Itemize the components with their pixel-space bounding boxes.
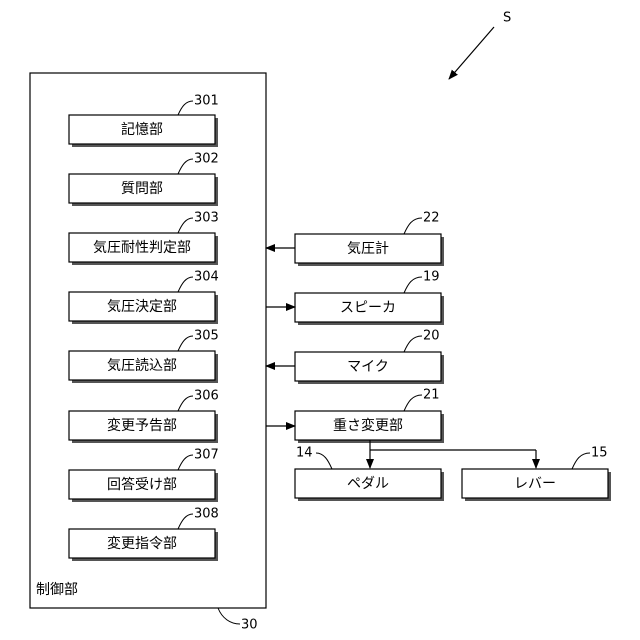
module-change-notice-label: 変更予告部 [107, 417, 177, 434]
device-barometer-label: 気圧計 [347, 241, 389, 257]
device-weight-changer-ref: 21 [423, 388, 440, 403]
control-unit-label: 制御部 [36, 582, 78, 598]
device-mic-ref: 20 [423, 329, 440, 344]
system-label: S [503, 11, 511, 26]
module-pressure-read-ref: 305 [194, 329, 219, 344]
device-speaker-label: スピーカ [340, 300, 396, 316]
device-speaker: スピーカ 19 [295, 270, 444, 326]
module-change-command-label: 変更指令部 [107, 535, 177, 552]
module-change-command-ref: 308 [194, 507, 219, 522]
control-unit-ref: 30 [241, 618, 258, 633]
module-pressure-tolerance-ref: 303 [194, 211, 219, 226]
device-speaker-ref: 19 [423, 270, 440, 285]
module-pressure-decision-label: 気圧決定部 [107, 299, 177, 315]
system-pointer-arrow [449, 27, 494, 79]
control-unit-leader [218, 608, 240, 624]
device-mic-label: マイク [347, 359, 389, 375]
module-pressure-decision-ref: 304 [194, 270, 219, 285]
module-memory-ref: 301 [194, 94, 219, 109]
device-lever-ref: 15 [591, 446, 608, 461]
device-weight-changer-label: 重さ変更部 [333, 417, 403, 434]
module-pressure-read-label: 気圧読込部 [107, 357, 177, 374]
module-question-label: 質問部 [121, 181, 163, 197]
device-pedal-label: ペダル [347, 476, 389, 492]
module-pressure-tolerance-label: 気圧耐性判定部 [93, 240, 191, 256]
module-change-notice-ref: 306 [194, 389, 219, 404]
module-question-ref: 302 [194, 152, 219, 167]
module-answer-receive-label: 回答受け部 [107, 476, 177, 493]
control-unit-box [30, 73, 266, 608]
device-barometer: 気圧計 22 [295, 211, 444, 267]
module-answer-receive-ref: 307 [194, 448, 219, 463]
device-lever-label: レバー [514, 476, 556, 492]
device-mic: マイク 20 [295, 329, 444, 385]
device-barometer-ref: 22 [423, 211, 440, 226]
device-weight-changer: 重さ変更部 21 [295, 388, 444, 444]
device-pedal-ref: 14 [296, 446, 313, 461]
module-memory-label: 記憶部 [121, 121, 163, 138]
